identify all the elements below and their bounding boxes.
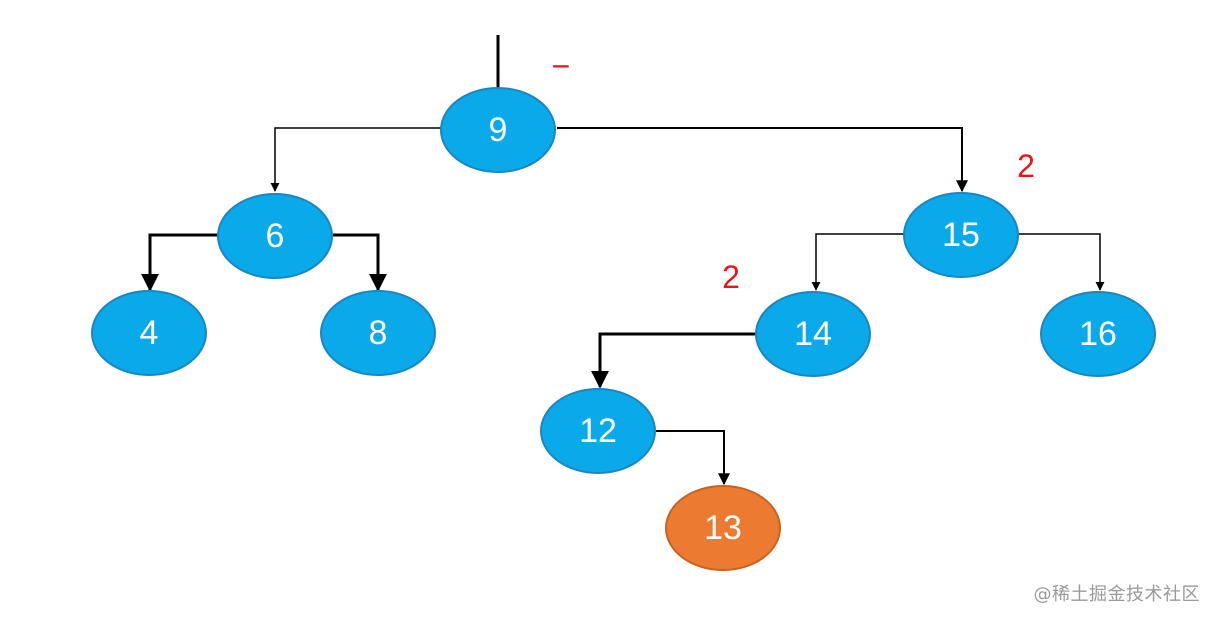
node-9-label: 9 [489, 111, 508, 149]
node-14-label: 14 [794, 315, 832, 353]
root-balance-mark: − [552, 48, 571, 84]
node-15-label: 15 [942, 216, 980, 254]
edge-6-4 [141, 233, 218, 292]
edge-9-6 [270, 127, 441, 192]
edge-15-14 [811, 233, 904, 291]
node-12-label: 12 [579, 412, 617, 450]
node-14-balance-mark: 2 [722, 259, 740, 295]
node-8-label: 8 [369, 314, 388, 352]
node-4: 4 [91, 290, 207, 376]
node-13-highlighted: 13 [665, 485, 781, 571]
node-16: 16 [1040, 291, 1156, 377]
edge-9-15 [557, 127, 968, 193]
node-16-label: 16 [1079, 315, 1117, 353]
edge-6-8 [333, 233, 387, 292]
node-9: 9 [440, 87, 556, 173]
node-6-label: 6 [266, 217, 285, 255]
node-15: 15 [903, 192, 1019, 278]
node-4-label: 4 [140, 314, 159, 352]
node-15-balance-mark: 2 [1017, 148, 1035, 184]
node-12: 12 [540, 388, 656, 474]
edge-14-12 [591, 332, 757, 389]
node-14: 14 [755, 291, 871, 377]
edge-15-16 [1018, 233, 1105, 291]
node-6: 6 [217, 193, 333, 279]
edge-12-13 [656, 430, 730, 486]
node-13-label: 13 [704, 509, 742, 547]
watermark-text: @稀土掘金技术社区 [1033, 584, 1200, 605]
node-8: 8 [320, 290, 436, 376]
